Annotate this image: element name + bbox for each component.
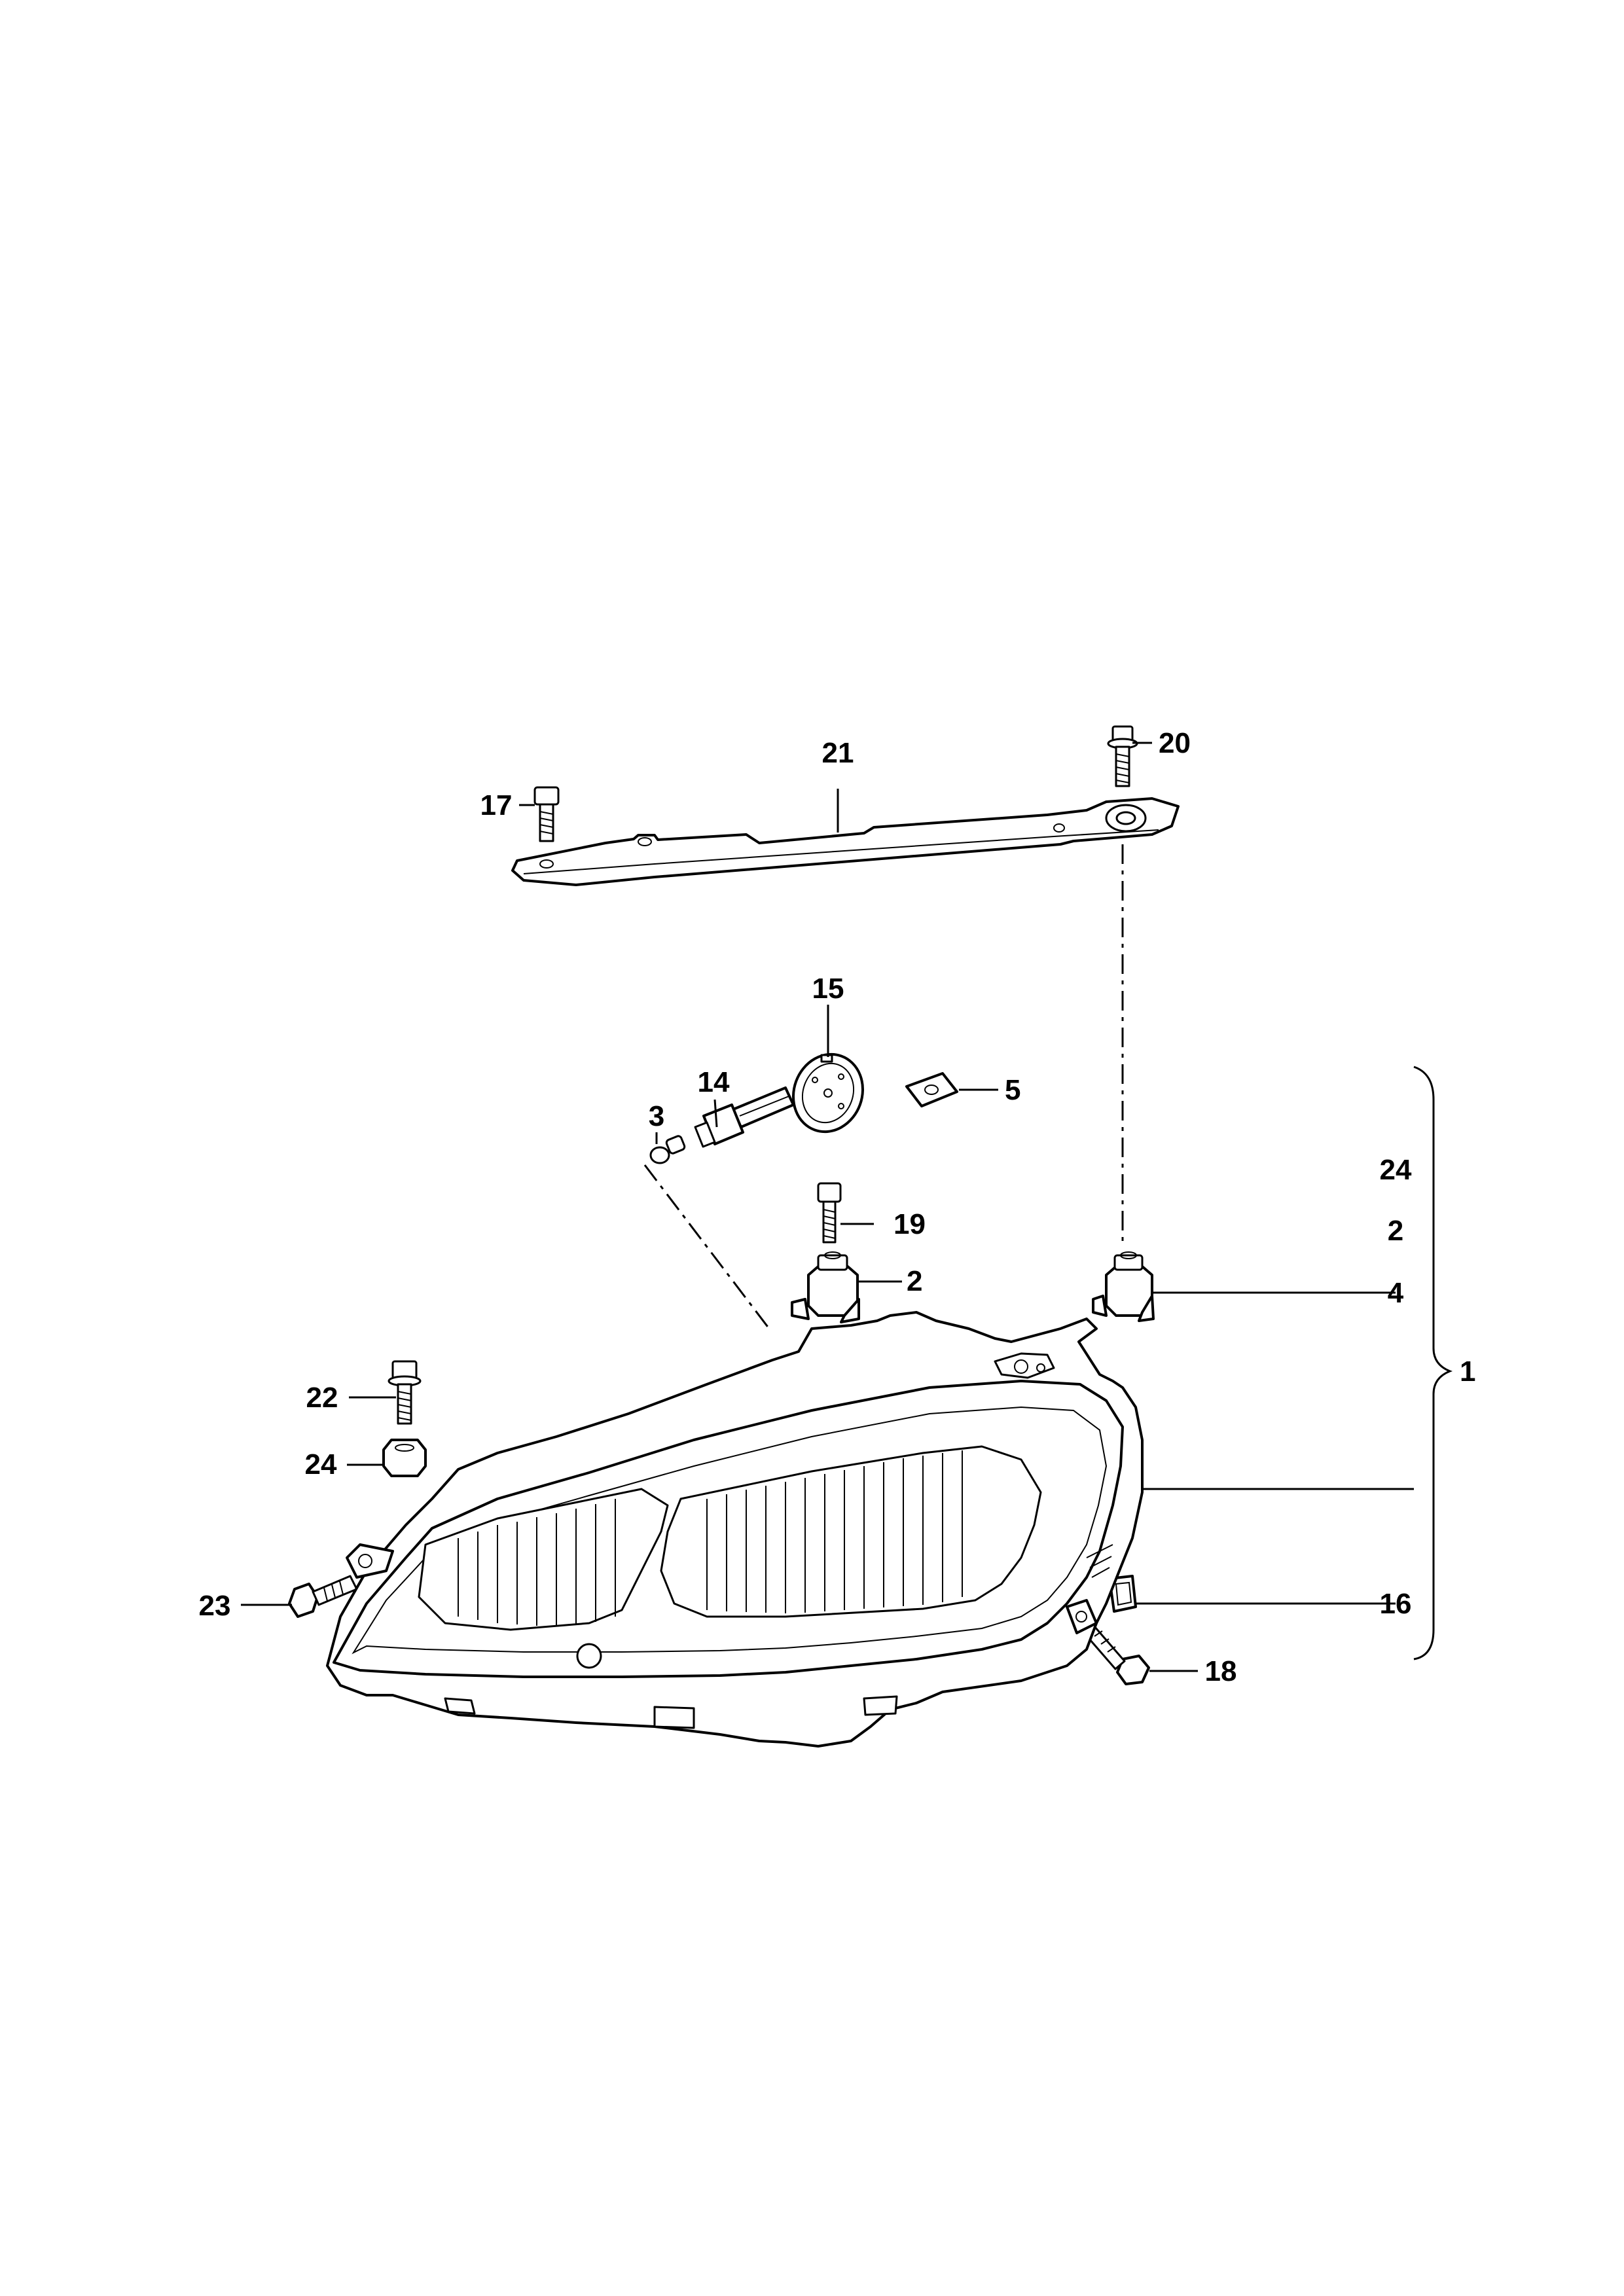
callout-19: 19 xyxy=(893,1208,926,1240)
flange-screw-part-20 xyxy=(1107,725,1138,787)
leader-lines xyxy=(241,742,1414,1672)
actuator-part-14 xyxy=(694,1086,795,1148)
callout-15: 15 xyxy=(812,973,844,1005)
callout-24-group: 24 xyxy=(1380,1154,1412,1186)
screw-part-17 xyxy=(533,786,560,842)
callout-16: 16 xyxy=(1380,1588,1412,1620)
callout-2: 2 xyxy=(907,1265,922,1297)
callout-5: 5 xyxy=(1005,1074,1020,1106)
bolt-part-22 xyxy=(388,1360,422,1425)
repair-bracket-part-2 xyxy=(791,1251,860,1323)
callout-23: 23 xyxy=(199,1590,231,1622)
callout-4: 4 xyxy=(1388,1277,1404,1309)
nut-part-24 xyxy=(382,1439,427,1477)
callout-14: 14 xyxy=(698,1066,730,1098)
clip-part-16 xyxy=(1108,1575,1137,1613)
callout-3: 3 xyxy=(649,1100,664,1132)
callout-20: 20 xyxy=(1159,727,1191,759)
alignment-line-bulb xyxy=(643,1164,770,1329)
bulb-part-3 xyxy=(649,1135,686,1164)
callout-17: 17 xyxy=(480,789,513,821)
bolt-part-23 xyxy=(288,1575,358,1618)
callout-21: 21 xyxy=(822,737,854,769)
repair-bracket-part-4 xyxy=(1092,1251,1155,1322)
callout-18: 18 xyxy=(1205,1655,1237,1687)
callout-24: 24 xyxy=(305,1448,337,1480)
callout-1: 1 xyxy=(1460,1355,1475,1388)
screw-part-19 xyxy=(817,1182,842,1244)
callout-22: 22 xyxy=(306,1382,338,1414)
callout-2-group: 2 xyxy=(1388,1215,1403,1247)
mounting-bracket-part-21 xyxy=(511,797,1180,886)
headlight-housing-part-1 xyxy=(326,1311,1144,1748)
cover-cap-part-15 xyxy=(792,1052,864,1134)
bolt-part-18 xyxy=(1084,1625,1150,1685)
group-brace xyxy=(1413,1066,1453,1660)
clip-part-5 xyxy=(905,1072,958,1107)
